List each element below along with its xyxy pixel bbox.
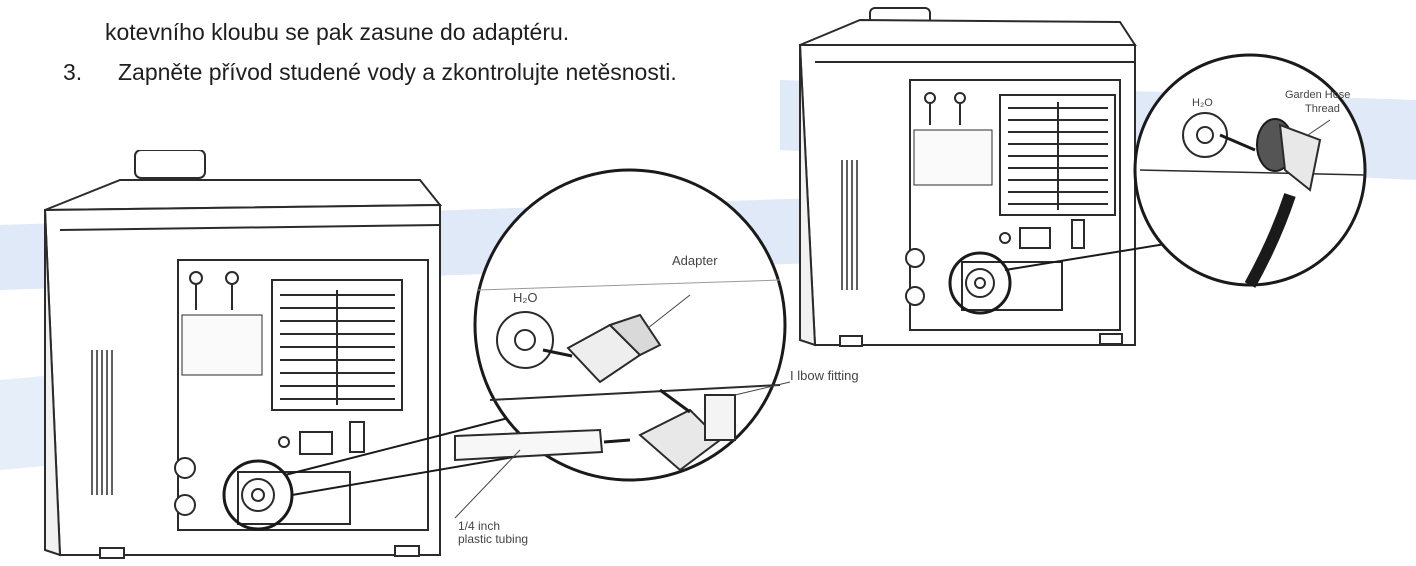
right-installation-diagram: H₂O Garden Hose Thread xyxy=(780,7,1416,347)
magnified-inlet-detail-left: H₂O xyxy=(454,168,787,482)
magnified-inlet-detail-right: H₂O xyxy=(1133,53,1367,288)
step-number: 3. xyxy=(63,59,83,85)
left-installation-diagram: H₂O Adapter I lbow fitting 1/4 inch plas… xyxy=(0,150,910,559)
elbow-fitting-label: I lbow fitting xyxy=(790,368,859,383)
water-cooler-unit-right xyxy=(798,7,1137,347)
h2o-symbol-right: H₂O xyxy=(1192,97,1213,109)
adapter-label: Adapter xyxy=(672,253,718,268)
tubing-label-line1: 1/4 inch xyxy=(458,519,500,533)
instruction-continuation: kotevního kloubu se pak zasune do adapté… xyxy=(105,19,570,45)
h2o-symbol-left: H₂O xyxy=(513,290,538,305)
step-text: Zapněte přívod studené vody a zkontroluj… xyxy=(118,59,677,85)
garden-hose-label-line1: Garden Hose xyxy=(1285,89,1350,101)
callout-leader-right xyxy=(1004,239,1191,271)
inlet-highlight-circle-right xyxy=(948,251,1012,315)
water-cooler-unit-left xyxy=(43,150,443,559)
tubing-label-line2: plastic tubing xyxy=(458,532,528,546)
callout-leader-left-1 xyxy=(284,414,521,476)
garden-hose-label-line2: Thread xyxy=(1305,103,1340,115)
